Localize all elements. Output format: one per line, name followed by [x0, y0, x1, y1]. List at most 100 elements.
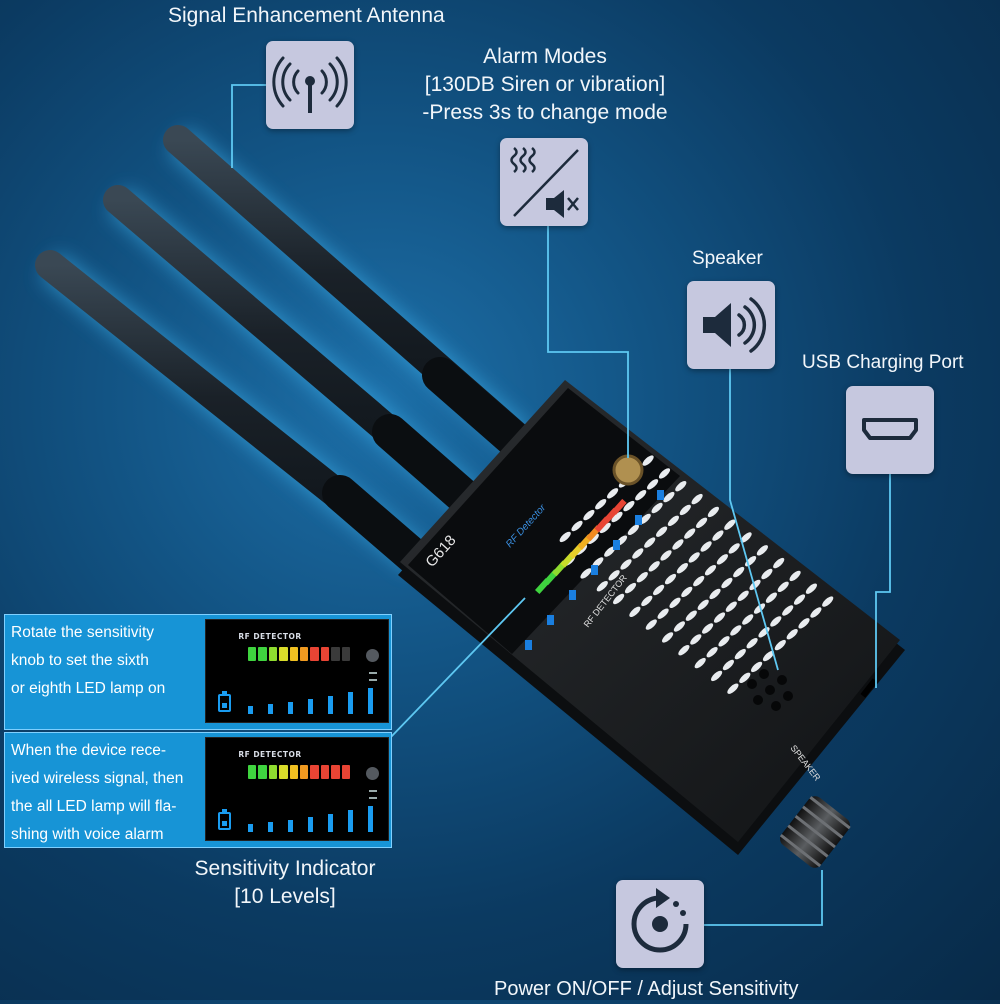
grille-hole: [613, 593, 625, 605]
grille-hole: [737, 590, 749, 601]
grille-hole: [711, 670, 723, 682]
grille-hole: [681, 586, 693, 598]
lcd-level-bar: [308, 699, 313, 714]
grille-hole: [647, 479, 659, 490]
lcd-level-bar: [328, 814, 333, 832]
lcd-mode-mark: [369, 790, 377, 799]
lcd-level-bar: [368, 688, 373, 714]
grille-hole: [644, 537, 656, 548]
grille-hole: [725, 601, 737, 612]
device-level-dot: [547, 615, 554, 625]
grille-hole: [658, 468, 671, 479]
grille-hole: [669, 597, 681, 608]
grille-hole: [656, 526, 668, 537]
antenna-jack: [612, 454, 644, 486]
alarm-modes-detail: [130DB Siren or vibration]: [424, 73, 666, 96]
grille-hole: [709, 588, 721, 600]
grille-hole: [587, 533, 599, 544]
grille-hole: [739, 672, 751, 683]
grille-hole: [774, 639, 786, 651]
lcd-level-bar: [248, 824, 253, 832]
device-level-dot: [613, 540, 620, 550]
grille-hole: [607, 488, 619, 499]
lcd-level-bar: [288, 820, 293, 832]
antenna-signal-icon: [266, 41, 354, 129]
grille-hole: [789, 570, 801, 582]
info-panel-knob: Rotate the sensitivity knob to set the s…: [4, 614, 392, 730]
grille-hole: [697, 599, 709, 610]
lcd-knob: [366, 649, 379, 662]
grille-hole: [822, 596, 834, 607]
speaker-grille: [559, 455, 834, 694]
grille-hole: [696, 517, 708, 528]
lcd-led: [268, 765, 278, 779]
device-level-dot: [635, 515, 642, 525]
grille-hole: [730, 625, 742, 636]
grille-hole: [740, 532, 752, 543]
device-level-dots: [525, 490, 664, 650]
grille-hole: [693, 575, 705, 587]
grille-hole: [707, 506, 719, 518]
antenna-label: Signal Enhancement Antenna: [168, 4, 445, 27]
usb-port: [860, 678, 878, 698]
grille-hole: [653, 584, 665, 596]
grille-hole: [786, 629, 798, 640]
info-text-knob: Rotate the sensitivity knob to set the s…: [11, 624, 166, 697]
device-level-dot: [657, 490, 664, 500]
lcd-led: [289, 647, 299, 661]
grille-hole: [773, 557, 785, 569]
lcd-knob: [366, 767, 379, 780]
grille-hole: [756, 545, 768, 556]
grille-hole: [645, 619, 657, 630]
grille-hole: [583, 509, 595, 521]
power-label: Power ON/OFF / Adjust Sensitivity: [494, 978, 799, 1000]
power-rotate-icon: [616, 880, 704, 968]
grille-hole: [727, 683, 739, 694]
grille-hole: [679, 504, 691, 516]
grille-hole: [595, 499, 607, 510]
lcd-led: [248, 765, 257, 779]
grille-hole: [805, 583, 817, 594]
grille-hole: [691, 493, 703, 505]
grille-hole: [627, 524, 639, 535]
grille-hole: [782, 605, 794, 616]
lcd-level-bar: [348, 810, 353, 832]
grille-hole: [657, 608, 669, 619]
grille-hole: [663, 491, 675, 503]
usb-port-label: USB Charging Port: [802, 352, 964, 373]
grille-hole: [762, 650, 775, 662]
grille-hole: [623, 500, 635, 512]
grille-hole: [751, 661, 763, 673]
grille-hole: [746, 638, 758, 649]
lcd-led: [258, 765, 267, 779]
lcd-level-bar: [248, 706, 253, 714]
info-text-alarm: When the device rece- ived wireless sign…: [11, 742, 184, 843]
lcd-level-bar: [308, 817, 313, 832]
lcd-led: [258, 647, 267, 661]
device-level-dot: [569, 590, 576, 600]
grille-hole: [722, 659, 734, 671]
grille-hole: [765, 592, 777, 603]
grille-hole: [793, 594, 806, 605]
grille-hole: [716, 554, 728, 565]
grille-hole: [632, 548, 644, 559]
alarm-modes-hint: -Press 3s to change mode: [422, 101, 668, 124]
grille-hole: [676, 563, 688, 574]
grille-hole: [685, 610, 697, 621]
grille-hole: [559, 531, 571, 543]
grille-hole: [713, 612, 726, 623]
grille-hole: [571, 520, 583, 532]
grille-hole: [798, 618, 810, 629]
lcd-level-bar: [348, 692, 353, 714]
grille-hole: [660, 550, 672, 561]
lcd-level-bar: [328, 696, 333, 714]
grille-hole: [651, 502, 663, 514]
grille-hole: [700, 541, 712, 552]
grille-hole: [611, 511, 623, 523]
lcd-led: [268, 647, 278, 661]
lcd-led: [300, 765, 309, 779]
lcd-level-bar: [368, 806, 373, 832]
device-level-dot: [591, 565, 598, 575]
grille-hole: [678, 645, 690, 656]
sensitivity-knob[interactable]: [777, 793, 853, 871]
